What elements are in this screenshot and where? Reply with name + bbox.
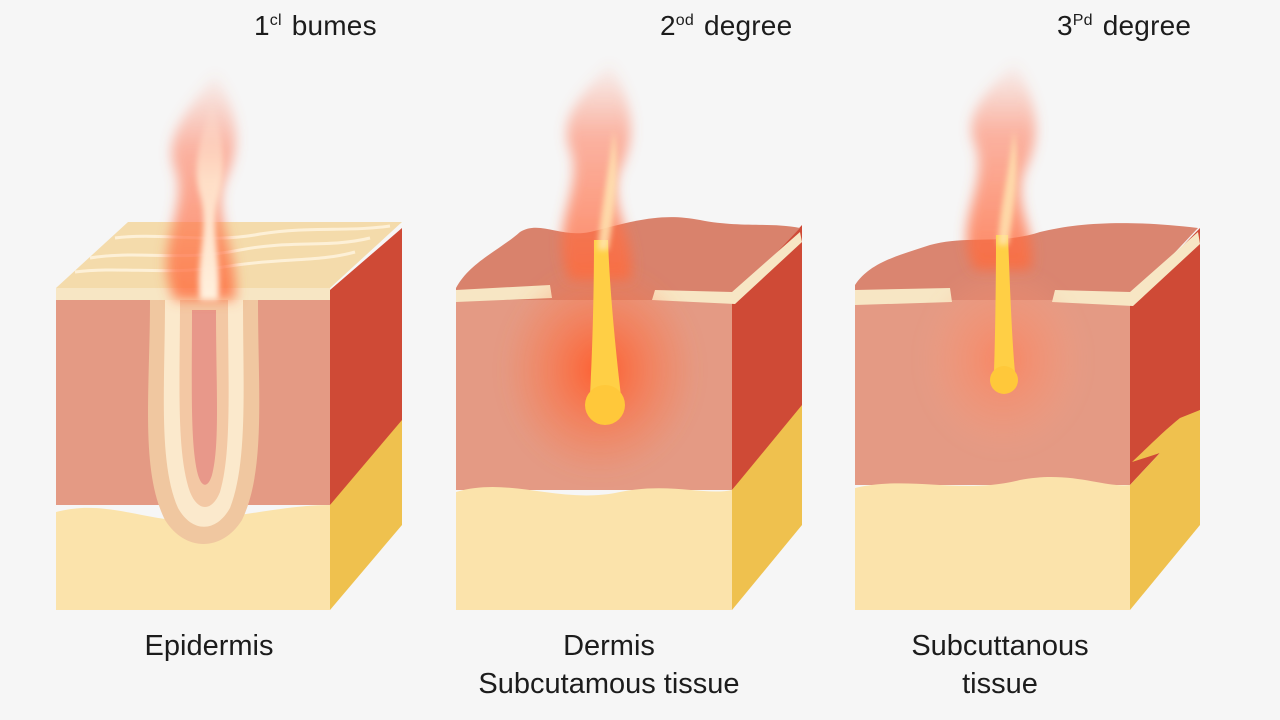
skin-block-first-degree <box>56 70 402 610</box>
panel-title-third: 3Pd degree <box>1057 10 1191 42</box>
title-word: degree <box>703 10 793 41</box>
skin-block-second-degree <box>456 60 802 610</box>
skin-block-third-degree <box>855 60 1200 610</box>
subcutaneous-fat-front <box>56 505 330 610</box>
title-word: degree <box>1102 10 1192 41</box>
subcutaneous-fat-front <box>456 487 732 610</box>
subcutaneous-fat-front <box>855 476 1130 610</box>
title-superscript: Pd <box>1072 12 1093 29</box>
caption-line: Dermis <box>563 630 655 662</box>
panel-caption-second: Dermis Subcutamous tissue <box>449 627 769 703</box>
caption-line: Epidermis <box>144 630 274 662</box>
fat-side-face <box>732 405 802 610</box>
title-number: 1 <box>254 10 270 41</box>
title-number: 2 <box>660 10 676 41</box>
dermis-side-face <box>330 228 402 505</box>
title-superscript: cl <box>269 12 282 29</box>
caption-line: tissue <box>962 668 1038 700</box>
title-word: bumes <box>291 10 377 41</box>
caption-line: Subcutamous tissue <box>478 668 740 700</box>
panel-title-first: 1cl bumes <box>254 10 377 42</box>
fat-side-face <box>330 420 402 610</box>
panel-caption-first: Epidermis <box>109 627 309 665</box>
burn-core <box>590 240 622 418</box>
fat-side-face <box>1130 410 1200 610</box>
caption-line: Subcuttanous <box>911 630 1089 662</box>
panel-title-second: 2od degree <box>660 10 792 42</box>
panel-caption-third: Subcuttanous tissue <box>868 627 1132 703</box>
title-superscript: od <box>675 12 694 29</box>
dermis-side-face <box>732 225 802 490</box>
title-number: 3 <box>1057 10 1073 41</box>
burn-core <box>994 235 1016 387</box>
